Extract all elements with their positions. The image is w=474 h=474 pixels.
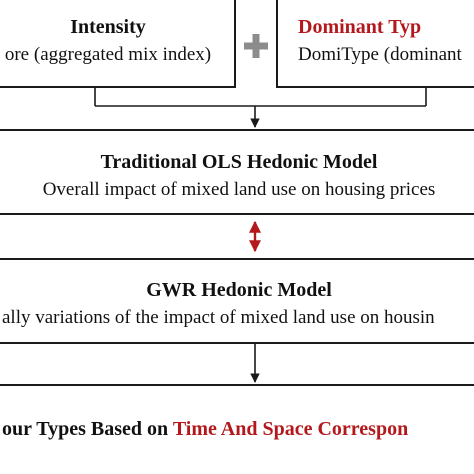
intensity-title: Intensity <box>70 16 146 38</box>
ols-subtitle: Overall impact of mixed land use on hous… <box>42 179 436 200</box>
intensity-box: Intensity ore (aggregated mix index) <box>0 0 236 88</box>
gwr-title: GWR Hedonic Model <box>146 279 332 301</box>
gwr-subtitle: ally variations of the impact of mixed l… <box>2 307 435 328</box>
dominant-type-box: Dominant Typ DomiType (dominant <box>276 0 474 88</box>
four-types-box: our Types Based on Time And Space Corres… <box>0 384 474 474</box>
ols-title: Traditional OLS Hedonic Model <box>100 151 378 173</box>
types-title-highlight: Time And Space Correspon <box>172 418 409 440</box>
types-title-prefix: our Types Based on <box>2 418 173 440</box>
dominant-type-title: Dominant Typ <box>298 16 422 38</box>
ols-model-box: Traditional OLS Hedonic Model Overall im… <box>0 129 474 215</box>
gwr-model-box: GWR Hedonic Model ally variations of the… <box>0 258 474 344</box>
merge-connector <box>94 88 427 128</box>
plus-icon <box>244 34 268 58</box>
types-title: our Types Based on Time And Space Corres… <box>2 418 408 441</box>
dominant-type-subtitle: DomiType (dominant <box>298 44 462 65</box>
intensity-subtitle: ore (aggregated mix index) <box>4 44 212 65</box>
